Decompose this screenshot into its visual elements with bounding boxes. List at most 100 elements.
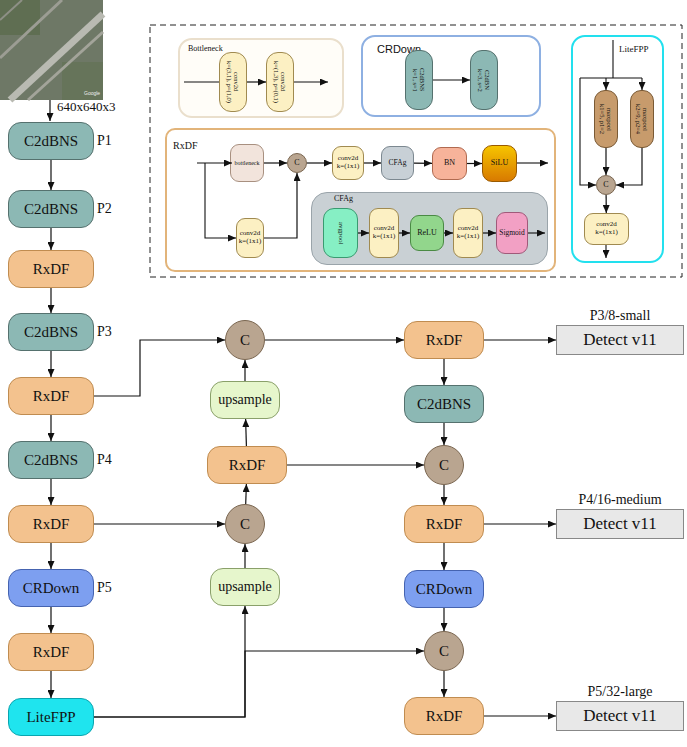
process-box: RxDF (8, 250, 94, 288)
node-text: k1=5, p1=2 (599, 104, 606, 134)
node-text: k=(3,1), p=(1,0) (226, 61, 233, 103)
node-text: conv2d (374, 225, 395, 233)
scale-label: P3/8-small (590, 308, 651, 323)
process-box: RxDF (404, 321, 484, 359)
arrow-connector (287, 464, 424, 465)
node-text: BN (444, 159, 455, 168)
layer-pill: conv2dk=(1,3), p=(0,1) (266, 52, 294, 112)
layer-pill: maxpoolk1=5, p1=2 (594, 90, 618, 148)
node-text: conv2d (458, 225, 479, 233)
node-text: C2dBNS (24, 133, 78, 150)
process-box: C2dBNS (404, 385, 484, 423)
node-text: conv2d (596, 221, 617, 229)
node-text: RxDF (426, 516, 463, 533)
node-text: RxDF (33, 516, 70, 533)
node-text: k=1, s=1 (412, 69, 419, 92)
node-text: k=(1x1) (373, 233, 396, 241)
node-text: RxDF (33, 261, 70, 278)
node-text: k=(1x1) (239, 238, 262, 246)
detect-box: P4/16-mediumDetect v11 (556, 509, 684, 539)
panel-title: LiteFPP (619, 45, 649, 55)
arrow-connector (94, 523, 225, 524)
arrow-connector (245, 419, 247, 446)
input-arrow (49, 100, 50, 121)
node-text: upsample (218, 579, 272, 594)
node-text: bottleneck (235, 160, 260, 167)
node-text: RxDF (33, 644, 70, 661)
satellite-thumbnail (0, 0, 103, 100)
arrow-connector (94, 606, 245, 717)
arrow-connector (443, 543, 444, 570)
node-text: C (439, 643, 449, 660)
arrow-connector (244, 544, 245, 568)
stage-label: P5 (97, 580, 112, 595)
arrow-connector (443, 359, 444, 385)
node-text: C2dBNS (24, 452, 78, 469)
node-text: RxDF (229, 457, 266, 474)
node-text: avgpool (337, 222, 345, 245)
arrow-connector (50, 479, 51, 505)
layer-pill: CFAg (381, 146, 414, 180)
node-text: maxpool (642, 108, 649, 131)
concat-circle: C (225, 504, 265, 544)
layer-pill: ReLU (410, 215, 444, 251)
node-text: Detect v11 (583, 331, 656, 350)
node-text: k2=9, p2=4 (635, 104, 642, 134)
process-box: RxDF (8, 377, 94, 415)
node-text: C2dBNS (24, 324, 78, 341)
node-text: C (240, 516, 250, 533)
module-panel: CFAgavgpoolconv2dk=(1x1)ReLUconv2dk=(1x1… (311, 192, 548, 265)
module-panel: LiteFPPmaxpoolk1=5, p1=2maxpoolk2=9, p2=… (571, 35, 664, 263)
node-text: C (603, 181, 608, 190)
arrow-connector (443, 423, 444, 445)
node-text: k=(1,3), p=(0,1) (273, 61, 280, 103)
process-box: RxDF (404, 697, 484, 735)
node-text: C2dBNS (417, 396, 471, 413)
stage-label: P4 (97, 452, 112, 467)
module-panel: Bottleneckconv2dk=(3,1), p=(1,0)conv2dk=… (178, 38, 344, 118)
node-text: C (240, 332, 250, 349)
module-panel: CRDownC2dBNSk=1, s=1C2dBNk=3, s=2 (361, 35, 541, 117)
node-text: k=(1x1) (457, 233, 480, 241)
layer-pill: conv2dk=(3,1), p=(1,0) (219, 52, 247, 112)
node-text: CFAg (389, 159, 407, 167)
arrow-connector (443, 608, 444, 631)
arrow-connector (484, 339, 556, 340)
process-box: LiteFPP (8, 698, 94, 736)
node-text: C (294, 159, 299, 168)
scale-label: P4/16-medium (578, 492, 661, 507)
arrow-connector (245, 484, 247, 504)
process-box: CRDownP5 (8, 569, 94, 607)
node-text: RxDF (426, 708, 463, 725)
node-text: C (439, 457, 449, 474)
node-text: CRDown (416, 581, 473, 598)
layer-pill: conv2dk=(1x1) (584, 213, 629, 245)
arrow-connector (50, 671, 51, 698)
concat-circle: C (424, 445, 464, 485)
node-text: k=(1x1) (595, 229, 618, 237)
node-text: RxDF (426, 332, 463, 349)
arrow-connector (50, 160, 51, 190)
process-box: CRDown (404, 570, 484, 608)
arrow-connector (50, 288, 51, 313)
layer-pill: bottleneck (230, 144, 264, 182)
layer-pill: SiLU (482, 145, 517, 182)
process-box: C2dBNSP1 (8, 122, 94, 160)
arrow-connector (94, 340, 225, 396)
node-text: C2dBNS (24, 201, 78, 218)
arrow-connector (484, 523, 556, 524)
layer-pill: conv2dk=(1x1) (369, 208, 399, 258)
node-text: k=(1x1) (337, 163, 360, 171)
concat-circle: C (596, 175, 616, 195)
upsample-box: upsample (210, 568, 280, 606)
node-text: maxpool (606, 108, 613, 131)
panel-title: CFAg (334, 195, 353, 204)
node-text: upsample (218, 392, 272, 407)
detect-box: P5/32-largeDetect v11 (556, 701, 684, 731)
node-text: C2dBNS (419, 68, 426, 91)
process-box: C2dBNSP3 (8, 313, 94, 351)
process-box: RxDF (207, 446, 287, 484)
node-text: k=3, s=2 (477, 69, 484, 92)
concat-circle: C (424, 631, 464, 671)
layer-pill: avgpool (323, 208, 358, 258)
